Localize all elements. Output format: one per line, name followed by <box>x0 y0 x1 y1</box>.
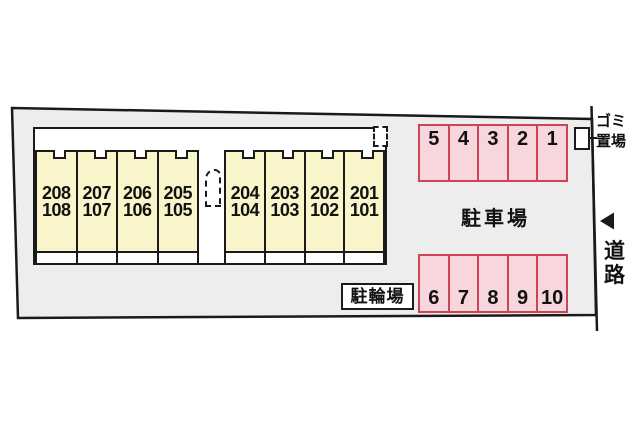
parking-space-4: 4 <box>447 126 478 180</box>
road-label: 道路 <box>604 240 625 287</box>
unit-entrance-notch <box>241 150 255 159</box>
unit-number-lower: 102 <box>310 200 339 220</box>
parking-space-number: 4 <box>457 128 469 150</box>
parking-space-3: 3 <box>477 126 507 180</box>
unit-number-lower: 105 <box>163 200 193 220</box>
parking-space-2: 2 <box>506 126 537 180</box>
unit-number-upper: 202 <box>310 183 339 203</box>
parking-space-1: 1 <box>536 126 566 180</box>
garbage-label-line1: ゴミ <box>596 113 627 130</box>
garbage-area-label: ゴミ 置場 <box>596 112 626 152</box>
parking-space-8: 8 <box>477 256 507 311</box>
parking-space-number: 1 <box>546 128 558 150</box>
parking-space-number: 9 <box>517 287 529 309</box>
garbage-leader-line <box>588 137 597 139</box>
bicycle-parking-label: 駐輪場 <box>341 283 414 310</box>
unit-entrance-notch <box>53 150 67 159</box>
unit-entrance-notch <box>174 150 188 159</box>
parking-space-5: 5 <box>420 126 448 180</box>
parking-space-number: 3 <box>487 128 499 150</box>
unit-number-lower: 106 <box>122 200 152 220</box>
unit-number-upper: 207 <box>82 183 112 203</box>
unit-number-lower: 104 <box>230 200 260 220</box>
road-boundary-line <box>590 105 599 332</box>
parking-space-number: 5 <box>428 128 440 150</box>
parking-space-number: 10 <box>541 287 564 309</box>
unit-entry-strip <box>345 251 383 263</box>
unit-number-upper: 208 <box>41 183 71 203</box>
unit-number-upper: 205 <box>163 183 193 203</box>
unit-entrance-notch <box>361 150 374 159</box>
parking-space-number: 2 <box>517 128 529 150</box>
unit-entrance-notch <box>93 150 107 159</box>
unit-number-lower: 103 <box>270 200 299 220</box>
unit-number-upper: 206 <box>122 183 152 203</box>
left-triangle-icon <box>600 212 614 230</box>
unit-entrance-notch <box>281 150 295 159</box>
unit-number-lower: 108 <box>41 200 71 220</box>
unit-entry-strip <box>158 251 197 263</box>
parking-space-number: 7 <box>457 287 469 309</box>
parking-space-10: 10 <box>536 256 566 311</box>
unit-entrance-notch <box>321 150 335 159</box>
unit-entry-strip <box>37 251 76 263</box>
unit-number-upper: 204 <box>230 183 260 203</box>
unit-number-lower: 107 <box>82 200 112 220</box>
unit-entry-strip <box>265 251 304 263</box>
stairs-entrance-dashed-arch <box>205 169 221 207</box>
parking-space-7: 7 <box>447 256 478 311</box>
unit-entry-strip <box>226 251 264 263</box>
garbage-label-line2: 置場 <box>596 133 627 150</box>
parking-space-number: 6 <box>428 287 440 309</box>
unit-entry-strip <box>305 251 344 263</box>
unit-entry-strip <box>77 251 116 263</box>
parking-space-9: 9 <box>506 256 537 311</box>
corner-dashed-box <box>373 126 388 147</box>
unit-entry-strip <box>118 251 157 263</box>
unit-number-upper: 201 <box>349 183 379 203</box>
unit-number-lower: 101 <box>349 200 379 220</box>
unit-entrance-notch <box>134 150 148 159</box>
parking-area-label: 駐車場 <box>461 208 530 230</box>
parking-space-number: 8 <box>487 287 499 309</box>
parking-space-6: 6 <box>420 256 448 311</box>
unit-number-upper: 203 <box>270 183 299 203</box>
